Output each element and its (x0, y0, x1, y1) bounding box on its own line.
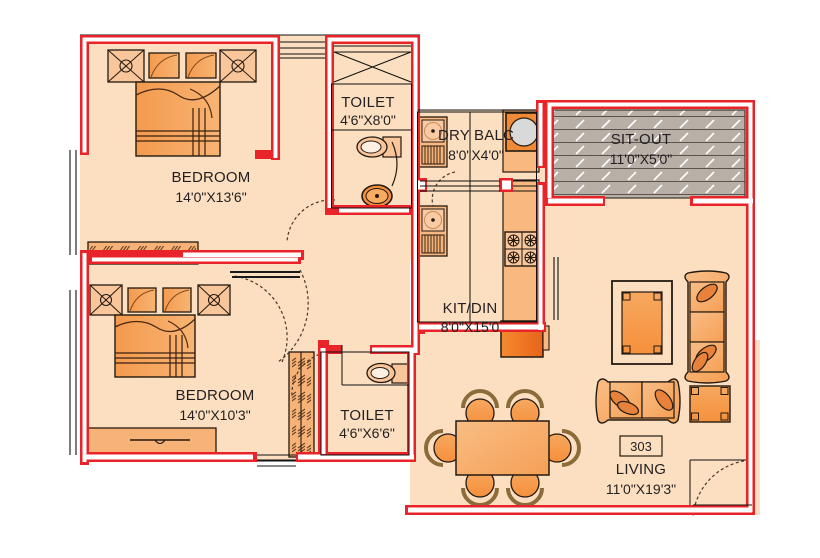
room-label-bedroom-1: BEDROOM (172, 169, 251, 186)
room-label-dry-balcony: DRY BALC (438, 127, 514, 144)
room-label-sit-out: SIT-OUT (611, 131, 672, 148)
room-dim-dry-balcony: 8'0"X4'0" (448, 147, 504, 163)
water-closet-1 (356, 136, 402, 158)
room-dim-sit-out: 11'0"X5'0" (610, 151, 673, 167)
room-labels: BEDROOM 14'0"X13'6" BEDROOM 14'0"X10'3" … (172, 94, 677, 497)
windows (69, 41, 752, 506)
walls (69, 34, 755, 515)
room-dim-toilet-1: 4'6"X8'0" (340, 112, 396, 128)
room-dim-bedroom-1: 14'0"X13'6" (175, 189, 246, 205)
center-table (611, 280, 673, 365)
wash-basin-1 (361, 141, 398, 208)
washing-machine-bottom (418, 205, 448, 257)
dining-table (424, 389, 581, 507)
room-label-bedroom-2: BEDROOM (176, 387, 255, 404)
three-seat-sofa (684, 270, 730, 384)
sit-out-area (552, 109, 746, 199)
door-leaves (230, 271, 300, 278)
room-dim-bedroom-2: 14'0"X10'3" (179, 407, 250, 423)
side-table (689, 385, 731, 423)
room-label-kitchen: KIT/DIN (443, 300, 498, 317)
wardrobe-2 (288, 351, 315, 458)
water-closet-2 (366, 362, 409, 384)
room-dim-toilet-2: 4'6"X6'6" (339, 425, 395, 441)
unit-number-badge: 303 (619, 435, 663, 457)
room-dim-kitchen: 8'0"X15'0 (441, 319, 500, 335)
room-label-toilet-1: TOILET (341, 94, 394, 111)
unit-number-text: 303 (630, 439, 652, 454)
four-burner-stove (504, 231, 540, 267)
bed-2 (89, 284, 231, 378)
room-dim-living: 11'0"X19'3" (606, 481, 676, 497)
room-label-toilet-2: TOILET (340, 407, 393, 424)
room-label-living: LIVING (616, 461, 666, 478)
dresser (87, 427, 217, 455)
washing-machine-top (418, 116, 448, 168)
two-seat-sofa (595, 378, 681, 424)
bed-1 (107, 49, 257, 157)
